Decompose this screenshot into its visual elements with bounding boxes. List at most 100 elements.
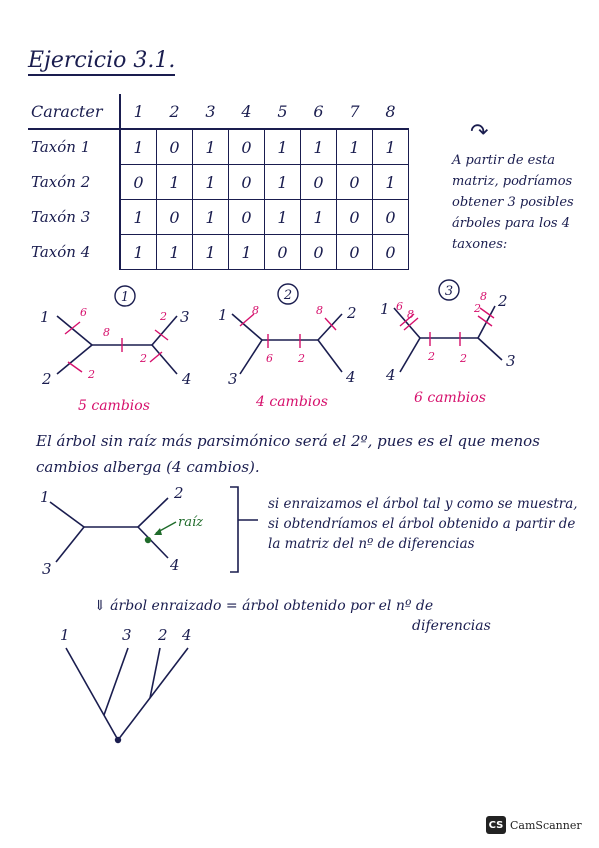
leaf-label: 4 bbox=[169, 556, 180, 574]
change-mark-label: 6 bbox=[396, 300, 403, 313]
leaf-label: 1 bbox=[40, 488, 50, 506]
column-header: 8 bbox=[372, 94, 409, 130]
column-header: 7 bbox=[336, 94, 373, 130]
table-cell: 1 bbox=[156, 234, 193, 270]
change-mark-label: 2 bbox=[297, 352, 305, 365]
parsimony-conclusion: El árbol sin raíz más parsimónico será e… bbox=[36, 432, 540, 476]
root-arrowhead-icon bbox=[154, 528, 162, 535]
table-cell: 1 bbox=[372, 164, 409, 200]
tree-2-change-marks bbox=[239, 313, 337, 348]
curved-arrow-icon: ↷ bbox=[470, 120, 489, 145]
table-cell: 1 bbox=[119, 234, 157, 270]
leaf-label: 1 bbox=[60, 626, 70, 644]
change-mark-label: 2 bbox=[139, 352, 147, 365]
change-mark-label: 2 bbox=[159, 310, 167, 323]
table-cell: 1 bbox=[336, 128, 373, 165]
table-cell: 0 bbox=[264, 234, 301, 270]
table-cell: 1 bbox=[119, 199, 157, 235]
leaf-label: 2 bbox=[157, 626, 168, 644]
leaf-label: 3 bbox=[42, 560, 52, 578]
change-mark-label: 6 bbox=[80, 306, 87, 319]
leaf-label: 3 bbox=[122, 626, 132, 644]
camscanner-watermark: CS CamScanner bbox=[486, 816, 582, 834]
tree-changes-caption: 4 cambios bbox=[255, 394, 328, 410]
table-cell: 1 bbox=[372, 128, 409, 165]
leaf-label: 4 bbox=[181, 370, 192, 388]
column-header: 1 bbox=[120, 94, 157, 130]
leaf-label: 2 bbox=[173, 484, 184, 502]
change-mark-label: 6 bbox=[266, 352, 273, 365]
leaf-label: 1 bbox=[380, 300, 390, 318]
tree-number-circle bbox=[114, 285, 136, 307]
leaf-label: 3 bbox=[506, 352, 516, 370]
rooted-equation-line2: diferencias bbox=[412, 618, 491, 634]
leaf-label: 2 bbox=[346, 304, 357, 322]
tree-changes-caption: 5 cambios bbox=[78, 398, 150, 414]
root-label: raíz bbox=[178, 515, 203, 530]
leaf-label: 4 bbox=[345, 368, 356, 386]
change-mark-label: 8 bbox=[480, 290, 487, 303]
matrix-note: A partir de esta matriz, podríamos obten… bbox=[452, 153, 574, 252]
change-mark-label: 2 bbox=[473, 302, 481, 315]
column-header: 5 bbox=[264, 94, 301, 130]
table-cell: 0 bbox=[300, 234, 337, 270]
tree-changes-caption: 6 cambios bbox=[414, 390, 486, 406]
row-label: Taxón 2 bbox=[28, 164, 121, 200]
tree-number: 3 bbox=[445, 284, 453, 299]
table-cell: 0 bbox=[156, 128, 193, 165]
camscanner-name: CamScanner bbox=[510, 818, 582, 832]
row-label: Taxón 1 bbox=[28, 129, 121, 165]
leaf-label: 2 bbox=[41, 370, 52, 388]
matrix-corner-label: Caracter bbox=[28, 94, 121, 130]
table-cell: 1 bbox=[119, 128, 157, 165]
column-header: 6 bbox=[300, 94, 337, 130]
table-cell: 0 bbox=[336, 164, 373, 200]
exercise-title: Ejercicio 3.1. bbox=[28, 48, 176, 76]
tree-number: 2 bbox=[283, 288, 292, 303]
tree-number-circle bbox=[277, 283, 299, 305]
change-mark-label: 2 bbox=[459, 352, 467, 365]
row-label: Taxón 3 bbox=[28, 199, 121, 235]
change-mark-label: 2 bbox=[87, 368, 95, 381]
table-cell: 0 bbox=[336, 234, 373, 270]
leaf-label: 3 bbox=[180, 308, 190, 326]
root-point bbox=[144, 536, 152, 544]
tree-3-change-marks bbox=[399, 307, 495, 346]
column-header: 3 bbox=[192, 94, 229, 130]
rooted-tree-root-point bbox=[114, 736, 122, 744]
rooted-equation: ⇓ árbol enraizado = árbol obtenido por e… bbox=[94, 596, 584, 636]
column-header: 2 bbox=[156, 94, 193, 130]
tree-1-change-marks bbox=[64, 321, 169, 373]
table-row: Taxón 4 1 1 1 1 0 0 0 0 bbox=[28, 234, 409, 270]
tree-number-circle bbox=[438, 279, 460, 301]
final-unrooted-tree: raíz 1 3 2 4 bbox=[40, 484, 258, 578]
change-mark-label: 2 bbox=[427, 350, 435, 363]
table-cell: 0 bbox=[372, 234, 409, 270]
tree-3: 3 6 8 2 2 8 2 1 4 2 3 6 cambios bbox=[380, 279, 516, 406]
change-mark-label: 8 bbox=[252, 304, 259, 317]
table-cell: 0 bbox=[228, 164, 265, 200]
character-matrix: Caracter 1 2 3 4 5 6 7 8 Taxón 1 1 0 1 0… bbox=[28, 94, 409, 270]
change-mark-label: 8 bbox=[316, 304, 323, 317]
tree-2-branches bbox=[231, 313, 343, 375]
row-label: Taxón 4 bbox=[28, 234, 121, 270]
leaf-label: 4 bbox=[181, 626, 192, 644]
rooting-note: si enraizamos el árbol tal y como se mue… bbox=[268, 496, 578, 552]
table-row: Taxón 1 1 0 1 0 1 1 1 1 bbox=[28, 128, 409, 165]
tree-1: 1 6 8 2 2 2 1 2 3 4 5 cambios bbox=[40, 285, 192, 414]
tree-number: 1 bbox=[121, 290, 129, 305]
table-row: Taxón 2 0 1 1 0 1 0 0 1 bbox=[28, 164, 409, 200]
rooted-equation-line1: ⇓ árbol enraizado = árbol obtenido por e… bbox=[94, 598, 434, 614]
rooted-tree: 1 3 2 4 bbox=[60, 626, 192, 744]
leaf-label: 1 bbox=[40, 308, 50, 326]
tree-2: 2 8 8 6 2 1 3 2 4 4 cambios bbox=[218, 283, 357, 410]
table-cell: 0 bbox=[372, 199, 409, 235]
table-cell: 1 bbox=[192, 128, 229, 165]
table-cell: 0 bbox=[228, 128, 265, 165]
leaf-label: 3 bbox=[228, 370, 238, 388]
leaf-label: 1 bbox=[218, 306, 228, 324]
bracket bbox=[230, 486, 239, 573]
column-header: 4 bbox=[228, 94, 265, 130]
tree-1-branches bbox=[56, 315, 178, 375]
